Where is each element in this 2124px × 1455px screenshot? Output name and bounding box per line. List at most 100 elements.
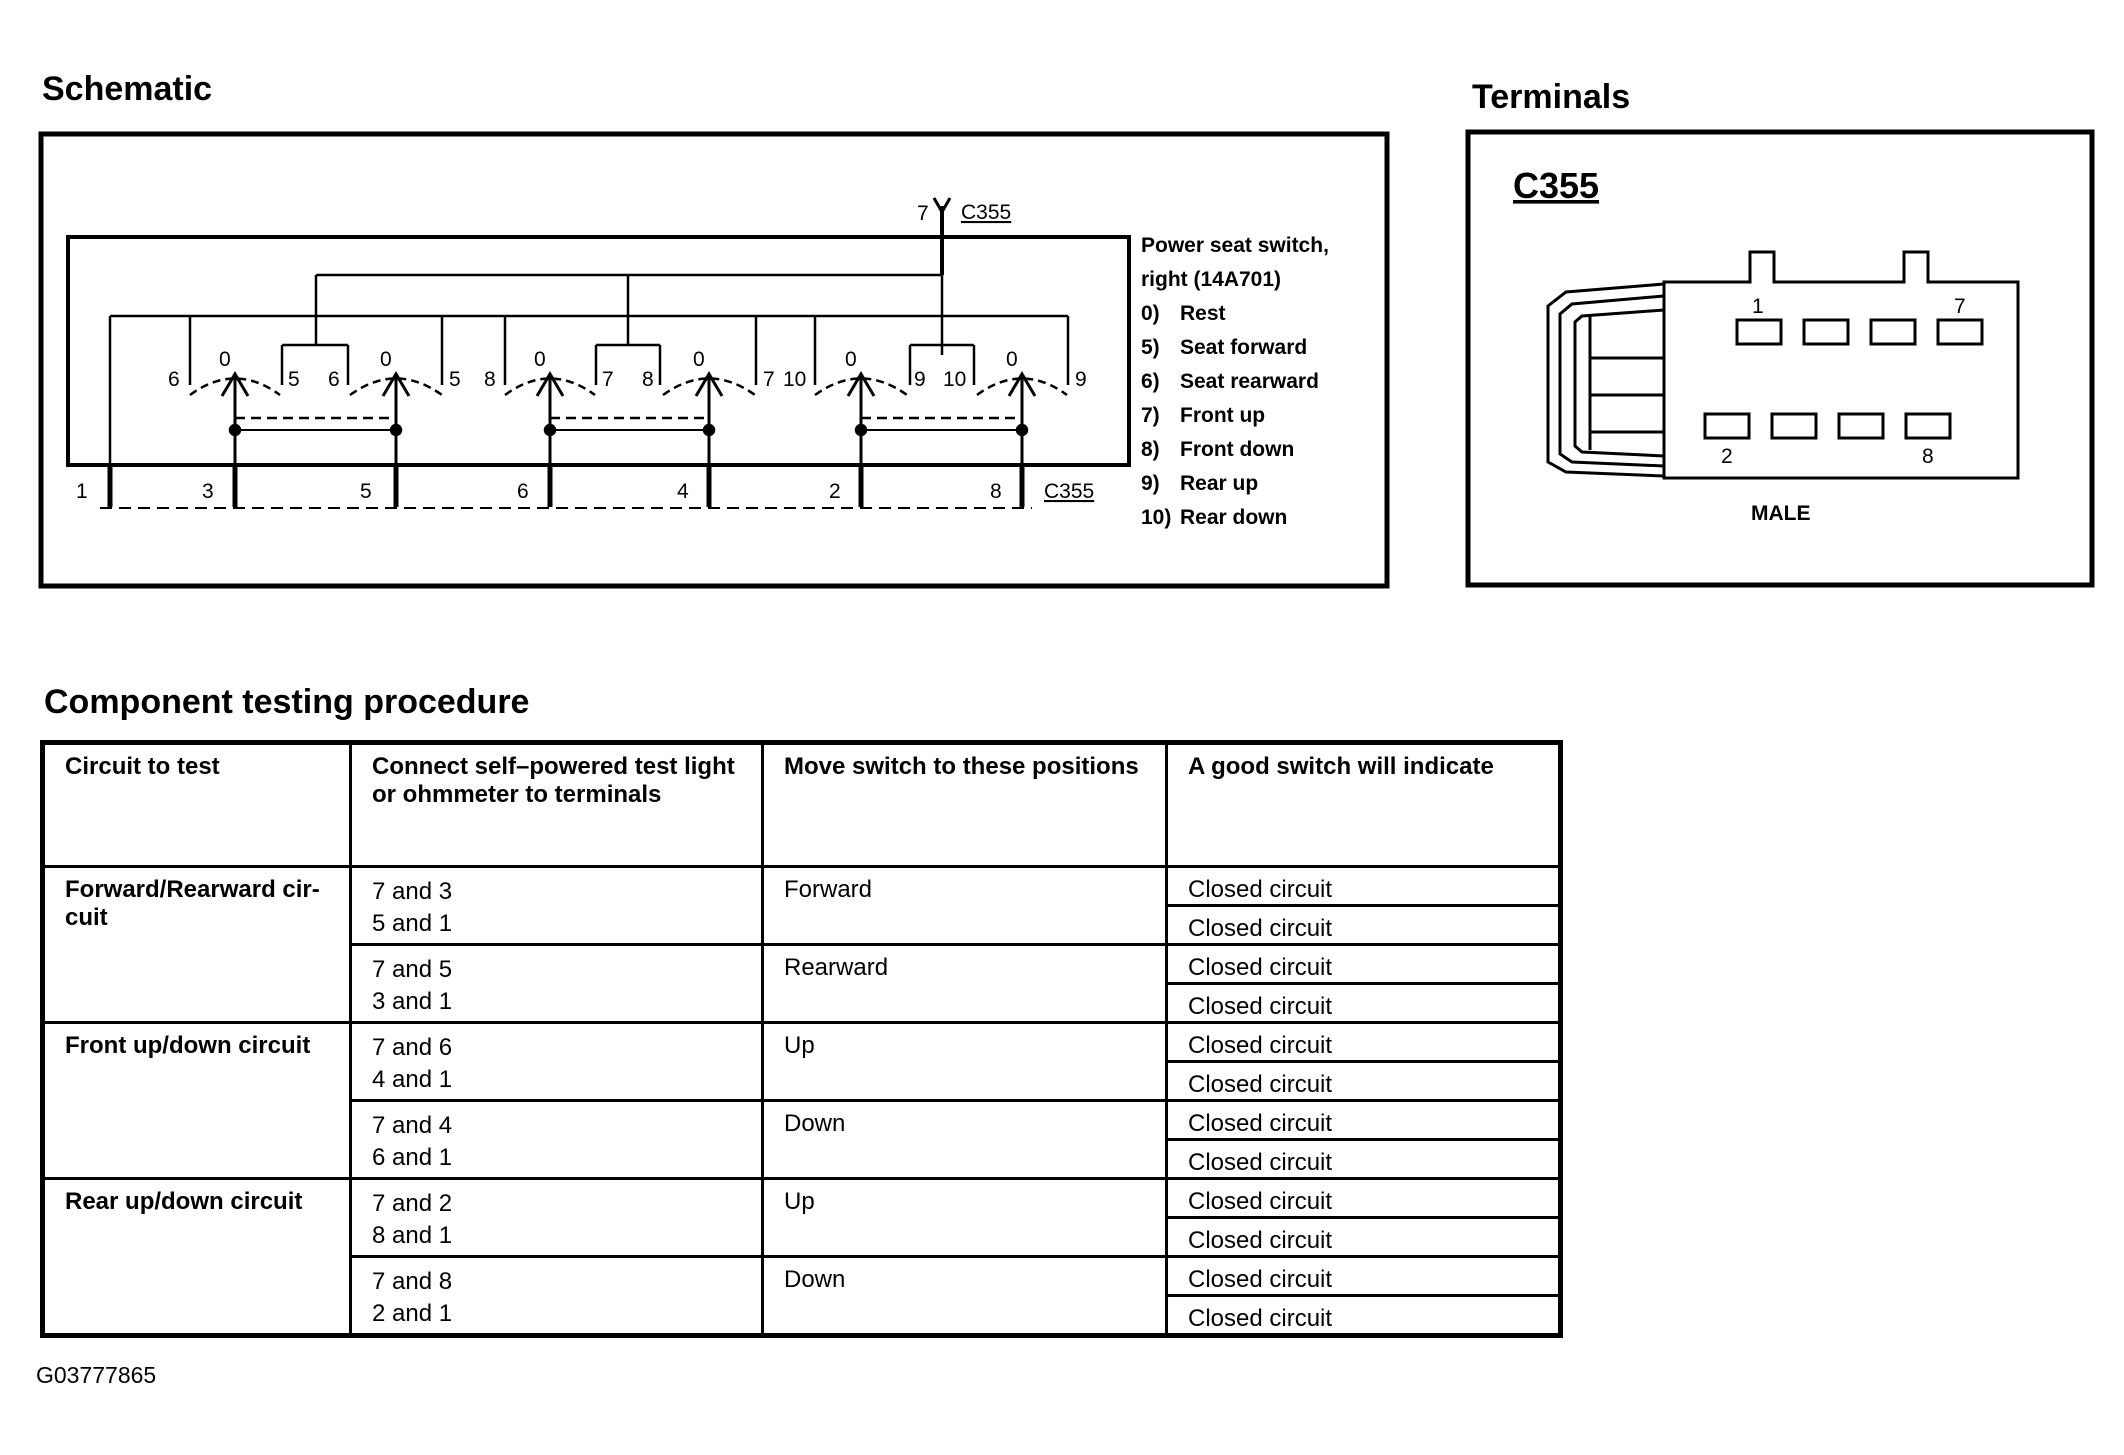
contact-label: 6: [328, 368, 340, 391]
table-header-row: Circuit to test Connect self–powered tes…: [41, 741, 1562, 868]
indicate-cell: Closed circuit: [1165, 1060, 1562, 1102]
table-row: Closed circuit: [43, 1294, 1562, 1337]
legend-item-num: 0): [1141, 302, 1160, 325]
terminals-heading: Terminals: [1472, 78, 1631, 116]
legend-title-line: right (14A701): [1141, 268, 1281, 291]
bottom-pin-label: 8: [990, 480, 1002, 503]
power-bus: [108, 273, 1070, 465]
contact-label: 0: [845, 348, 857, 371]
contact-label: 10: [783, 368, 806, 391]
procedure-table: Circuit to test Connect self–powered tes…: [40, 740, 1563, 1338]
position-cell: Down: [761, 1099, 1168, 1180]
indicate-cell: Closed circuit: [1165, 1216, 1562, 1258]
legend-item-num: 9): [1141, 472, 1160, 495]
column-header: Circuit to test: [41, 741, 352, 868]
switch-contact: [189, 371, 281, 465]
legend-item-text: Front up: [1180, 404, 1265, 427]
table-row: Closed circuit: [43, 1138, 1562, 1180]
c355-top-pin: 7 C355: [917, 197, 1011, 275]
cavity-label: 1: [1752, 295, 1764, 318]
contact-label: 0: [219, 348, 231, 371]
procedure-heading: Component testing procedure: [44, 683, 530, 721]
column-header: A good switch will indicate: [1165, 741, 1562, 868]
bottom-connector-label: C355: [1044, 480, 1094, 503]
contact-label: 7: [602, 368, 614, 391]
column-header: Connect self–powered test light or ohmme…: [349, 741, 764, 868]
position-cell: Rearward: [761, 943, 1168, 1024]
legend-item-num: 5): [1141, 336, 1160, 359]
indicate-cell: Closed circuit: [1165, 1099, 1562, 1141]
top-connector-label: C355: [961, 201, 1011, 224]
contact-label: 9: [1075, 368, 1087, 391]
legend-title-line: Power seat switch,: [1141, 234, 1329, 257]
connector-gender-label: MALE: [1751, 502, 1811, 525]
indicate-cell: Closed circuit: [1165, 943, 1562, 985]
contact-label: 6: [168, 368, 180, 391]
bottom-pin-label: 2: [829, 480, 841, 503]
switch-contact: [976, 371, 1068, 465]
contact-label: 9: [914, 368, 926, 391]
cavity-label: 8: [1922, 445, 1934, 468]
legend-item-text: Rear down: [1180, 506, 1287, 529]
schematic-diagram: 7 C355: [38, 129, 2095, 589]
table-row: Closed circuit: [43, 982, 1562, 1024]
switch-contact: [662, 371, 756, 465]
contact-label: 5: [288, 368, 300, 391]
contact-label: 5: [449, 368, 461, 391]
schematic-heading: Schematic: [42, 70, 213, 108]
cavity-label: 2: [1721, 445, 1733, 468]
indicate-cell: Closed circuit: [1165, 1138, 1562, 1180]
legend-item-text: Rear up: [1180, 472, 1258, 495]
switch-contact: [349, 371, 443, 465]
indicate-cell: Closed circuit: [1165, 1177, 1562, 1219]
bottom-pin-label: 1: [76, 480, 88, 503]
indicate-cell: Closed circuit: [1165, 1021, 1562, 1063]
circuit-cell: Front up/down circuit: [41, 1021, 352, 1180]
switch-legend: Power seat switch, right (14A701) 0) Res…: [1141, 234, 1329, 529]
bottom-pin-label: 6: [517, 480, 529, 503]
table-row: Closed circuit: [43, 904, 1562, 946]
table-row: Closed circuit: [43, 1216, 1562, 1258]
indicate-cell: Closed circuit: [1165, 982, 1562, 1024]
legend-item-num: 7): [1141, 404, 1160, 427]
switch-housing: [66, 235, 1131, 467]
connector-drawing: [1546, 250, 2020, 480]
legend-item-text: Front down: [1180, 438, 1294, 461]
position-cell: Up: [761, 1021, 1168, 1102]
terminals-frame: [1465, 129, 2095, 588]
circuit-cell: Forward/Rearward cir- cuit: [41, 865, 352, 1024]
schematic-frame: [38, 131, 1390, 589]
table-row: Closed circuit: [43, 1060, 1562, 1102]
indicate-cell: Closed circuit: [1165, 904, 1562, 946]
figure-id: G03777865: [36, 1362, 157, 1388]
position-cell: Down: [761, 1255, 1168, 1337]
contact-label: 0: [380, 348, 392, 371]
bottom-pin-label: 5: [360, 480, 372, 503]
indicate-cell: Closed circuit: [1165, 865, 1562, 907]
circuit-cell: Rear up/down circuit: [41, 1177, 352, 1337]
contact-label: 0: [1006, 348, 1018, 371]
bottom-pin-label: 3: [202, 480, 214, 503]
indicate-cell: Closed circuit: [1165, 1294, 1562, 1337]
contact-label: 10: [943, 368, 966, 391]
legend-item-text: Rest: [1180, 302, 1226, 325]
bottom-pins: [107, 465, 1025, 507]
bottom-pin-label: 4: [677, 480, 689, 503]
legend-item-num: 8): [1141, 438, 1160, 461]
contact-label: 0: [534, 348, 546, 371]
contact-label: 0: [693, 348, 705, 371]
position-cell: Forward: [761, 865, 1168, 946]
legend-item-text: Seat forward: [1180, 336, 1307, 359]
column-header: Move switch to these positions: [761, 741, 1168, 868]
legend-item-text: Seat rearward: [1180, 370, 1319, 393]
